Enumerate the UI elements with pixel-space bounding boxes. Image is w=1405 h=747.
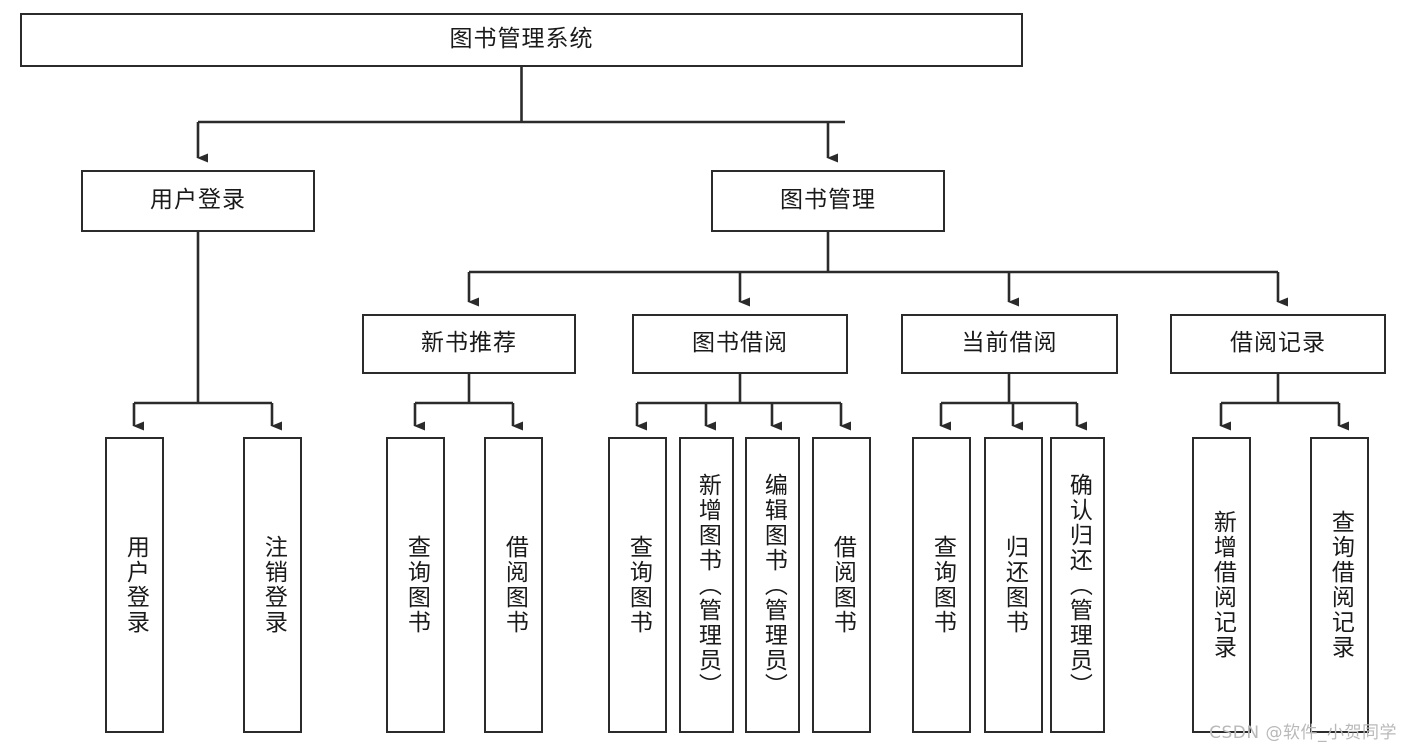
node-user-login-label: 用户登录: [150, 187, 246, 214]
node-new-book-recommend[interactable]: 新书推荐: [362, 314, 576, 374]
node-leaf-logout[interactable]: 注销登录: [243, 437, 302, 733]
node-leaf-user-login[interactable]: 用户登录: [105, 437, 164, 733]
node-borrow-record-label: 借阅记录: [1230, 330, 1326, 357]
node-leaf-query-book-1-label: 查询图书: [403, 535, 430, 635]
node-new-book-recommend-label: 新书推荐: [421, 330, 517, 357]
node-leaf-add-borrow-record-label: 新增借阅记录: [1209, 510, 1236, 660]
node-current-borrow[interactable]: 当前借阅: [901, 314, 1118, 374]
node-leaf-query-book-2-label: 查询图书: [625, 535, 652, 635]
node-leaf-query-borrow-record[interactable]: 查询借阅记录: [1310, 437, 1369, 733]
node-leaf-borrow-book-2-label: 借阅图书: [829, 535, 856, 635]
node-leaf-query-book-2[interactable]: 查询图书: [608, 437, 667, 733]
node-leaf-query-book-3[interactable]: 查询图书: [912, 437, 971, 733]
node-user-login[interactable]: 用户登录: [81, 170, 315, 232]
node-leaf-logout-label: 注销登录: [260, 535, 287, 635]
node-leaf-borrow-book-1-label: 借阅图书: [501, 535, 528, 635]
node-leaf-edit-book-label: 编辑图书（管理员）: [760, 472, 787, 698]
node-borrow-record[interactable]: 借阅记录: [1170, 314, 1386, 374]
node-book-borrow[interactable]: 图书借阅: [632, 314, 848, 374]
node-leaf-add-book[interactable]: 新增图书（管理员）: [679, 437, 734, 733]
node-leaf-user-login-label: 用户登录: [122, 535, 149, 635]
node-leaf-query-book-1[interactable]: 查询图书: [386, 437, 445, 733]
node-book-manage-label: 图书管理: [780, 187, 876, 214]
csdn-watermark: CSDN @软件_小贺同学: [1209, 723, 1397, 743]
node-leaf-add-borrow-record[interactable]: 新增借阅记录: [1192, 437, 1251, 733]
node-leaf-return-book-label: 归还图书: [1001, 535, 1028, 635]
node-current-borrow-label: 当前借阅: [961, 330, 1058, 357]
node-root[interactable]: 图书管理系统: [20, 13, 1023, 67]
node-leaf-return-book[interactable]: 归还图书: [984, 437, 1043, 733]
node-leaf-confirm-return-label: 确认归还（管理员）: [1065, 472, 1092, 698]
node-leaf-borrow-book-1[interactable]: 借阅图书: [484, 437, 543, 733]
node-book-manage[interactable]: 图书管理: [711, 170, 945, 232]
node-leaf-confirm-return[interactable]: 确认归还（管理员）: [1050, 437, 1105, 733]
node-leaf-query-borrow-record-label: 查询借阅记录: [1327, 510, 1354, 660]
node-root-label: 图书管理系统: [449, 26, 594, 53]
node-leaf-query-book-3-label: 查询图书: [929, 535, 956, 635]
node-leaf-edit-book[interactable]: 编辑图书（管理员）: [745, 437, 800, 733]
node-leaf-borrow-book-2[interactable]: 借阅图书: [812, 437, 871, 733]
node-book-borrow-label: 图书借阅: [692, 330, 788, 357]
node-leaf-add-book-label: 新增图书（管理员）: [694, 472, 721, 698]
